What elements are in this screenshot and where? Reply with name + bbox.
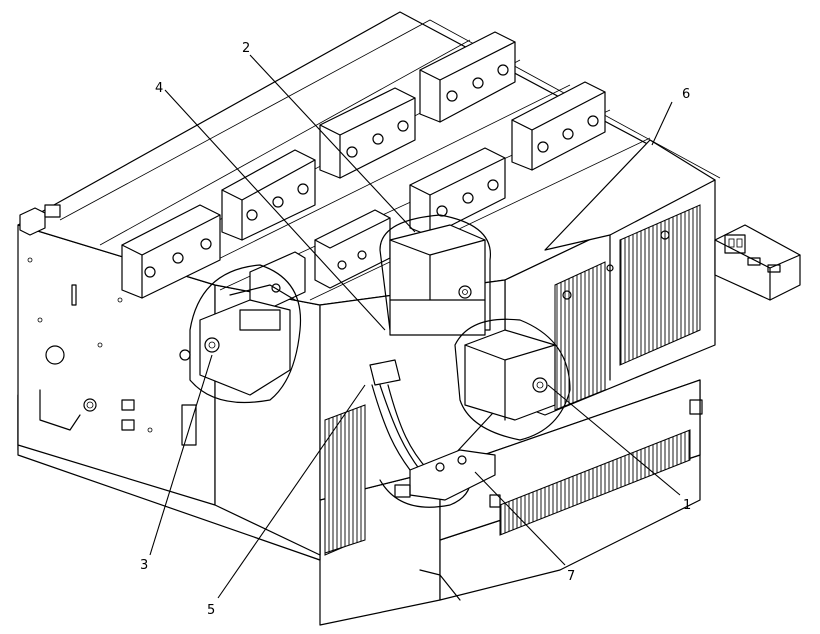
terminal-block-4 [419, 31, 516, 123]
leader-7 [474, 471, 566, 566]
terminal-block-2 [221, 149, 316, 241]
corner-bolt-icon [19, 204, 61, 236]
terminal-block-5 [409, 147, 506, 237]
callout-5: 5 [207, 603, 215, 618]
switch-assembly-left [179, 264, 302, 404]
heatsink-module [324, 139, 716, 556]
leader-3 [149, 354, 213, 556]
callout-2: 2 [242, 41, 250, 56]
contactor-upper [379, 214, 491, 336]
leader-1 [547, 384, 681, 496]
leader-6 [651, 101, 673, 146]
connector-bracket [394, 449, 496, 501]
callout-7: 7 [567, 569, 575, 584]
callout-6: 6 [682, 87, 690, 102]
leader-5 [217, 384, 366, 599]
callout-1: 1 [683, 498, 691, 513]
contactor-lower [454, 318, 571, 441]
terminal-block-7 [314, 209, 391, 289]
callout-labels: 2 4 6 1 3 5 7 [140, 41, 691, 618]
leader-lines [149, 54, 681, 599]
terminal-block-1 [121, 204, 221, 299]
front-vent-panel [439, 379, 703, 541]
leader-4 [164, 89, 386, 331]
detached-relay [714, 224, 801, 301]
terminal-block-6 [511, 81, 606, 171]
callout-3: 3 [140, 558, 148, 573]
leader-2 [249, 54, 416, 233]
terminal-blocks [121, 31, 606, 313]
callout-4: 4 [155, 81, 163, 96]
